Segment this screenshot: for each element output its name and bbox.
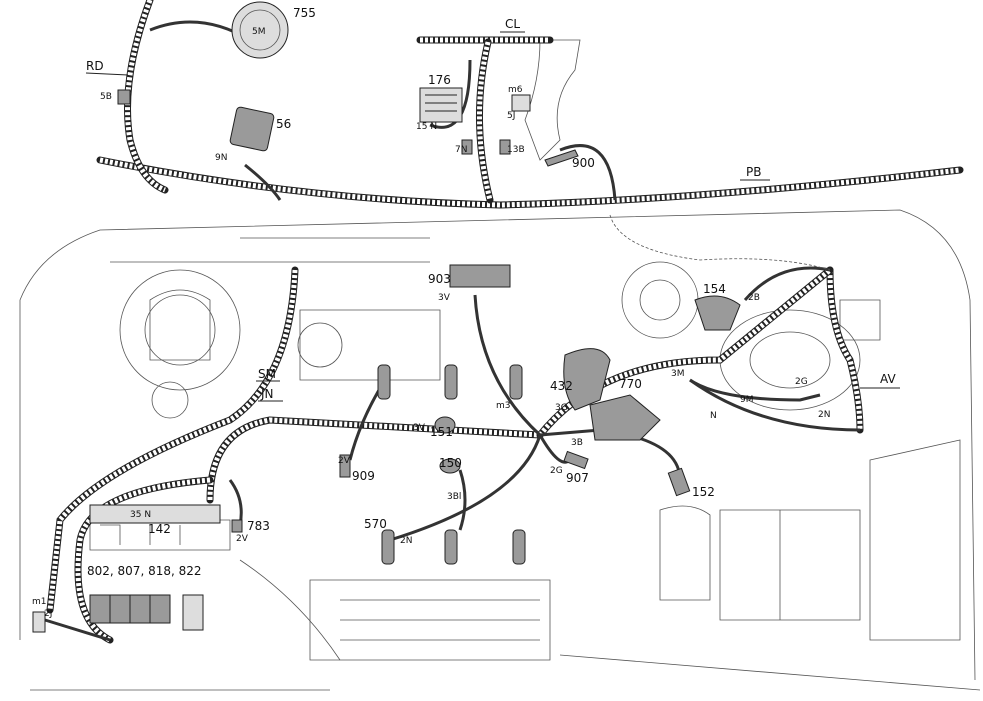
label-432: 432 (550, 379, 573, 393)
conn-3v-903: 3V (438, 293, 451, 303)
component-151 (434, 416, 456, 434)
harness-label-rd: RD (86, 59, 104, 73)
component-432 (563, 348, 611, 411)
component-152 (667, 467, 691, 497)
conn-9m: 9M (740, 395, 754, 405)
label-150: 150 (439, 456, 462, 470)
label-903: 903 (428, 272, 451, 286)
conn-2g-907: 2G (550, 466, 563, 476)
components (32, 1, 741, 633)
conn-15n: 15 N (416, 122, 437, 132)
component-56 (229, 106, 275, 152)
harness-label-av: AV (880, 372, 896, 386)
conn-3m: 3M (671, 369, 685, 379)
sensor-909 (339, 454, 351, 478)
label-152: 152 (692, 485, 715, 499)
conn-2b: 2B (748, 293, 760, 303)
conn-m6: m6 (508, 85, 523, 95)
label-151: 151 (430, 425, 453, 439)
conn-35n: 35 N (130, 510, 151, 520)
conn-2v-783: 2V (236, 534, 249, 544)
conn-3bl: 3Bl (447, 492, 461, 502)
label-907: 907 (566, 471, 589, 485)
conn-5j: 5J (507, 111, 515, 121)
component-783 (231, 519, 243, 533)
harness-label-cl: CL (505, 17, 520, 31)
conn-7n: 7N (455, 145, 467, 155)
wiring-harnesses (46, 0, 964, 644)
component-142 (89, 504, 221, 524)
conn-2v-909: 2V (338, 456, 351, 466)
connector-labels: 5M 5B 9N 15 N m6 5J 7N 13B 3V 2B 3G 3M 9… (32, 27, 830, 619)
conn-2j: 2J (44, 609, 52, 619)
label-900: 900 (572, 156, 595, 170)
label-56: 56 (276, 117, 291, 131)
conn-9n: 9N (215, 153, 227, 163)
connector-m1 (32, 611, 46, 633)
component-176 (419, 87, 463, 123)
relays-802-807-818-822 (89, 594, 171, 624)
conn-5m: 5M (252, 27, 266, 37)
label-755: 755 (293, 6, 316, 20)
conn-2n-av: 2N (818, 410, 830, 420)
label-154: 154 (703, 282, 726, 296)
conn-2g-av: 2G (795, 377, 808, 387)
component-labels: 755 56 176 900 903 154 432 770 151 909 1… (87, 6, 726, 578)
label-570: 570 (364, 517, 387, 531)
conn-3g: 3G (555, 403, 568, 413)
component-150 (439, 458, 461, 474)
conn-m1: m1 (32, 597, 47, 607)
component-m6 (511, 94, 531, 112)
label-relays: 802, 807, 818, 822 (87, 564, 202, 578)
harness-labels: RD CL PB SM JN AV (85, 17, 900, 402)
label-783: 783 (247, 519, 270, 533)
harness-label-sm: SM (258, 367, 276, 381)
conn-m3: m3 (496, 401, 511, 411)
sensor-907 (563, 450, 589, 470)
component-770 (589, 394, 661, 441)
harness-label-pb: PB (746, 165, 761, 179)
conn-3v-151: 3V (413, 423, 426, 433)
ecu-connector-903 (449, 264, 511, 288)
harness-label-jn: JN (260, 387, 274, 401)
component-154 (694, 295, 741, 331)
label-909: 909 (352, 469, 375, 483)
label-142: 142 (148, 522, 171, 536)
engine-bay-outline (19, 39, 981, 691)
conn-5b: 5B (100, 92, 112, 102)
conn-2n-570: 2N (400, 536, 412, 546)
injectors (377, 364, 526, 565)
label-176: 176 (428, 73, 451, 87)
conn-13b: 13B (507, 145, 525, 155)
label-770: 770 (619, 377, 642, 391)
conn-3b: 3B (571, 438, 583, 448)
sensor-900 (544, 149, 579, 167)
conn-n: N (710, 411, 717, 421)
